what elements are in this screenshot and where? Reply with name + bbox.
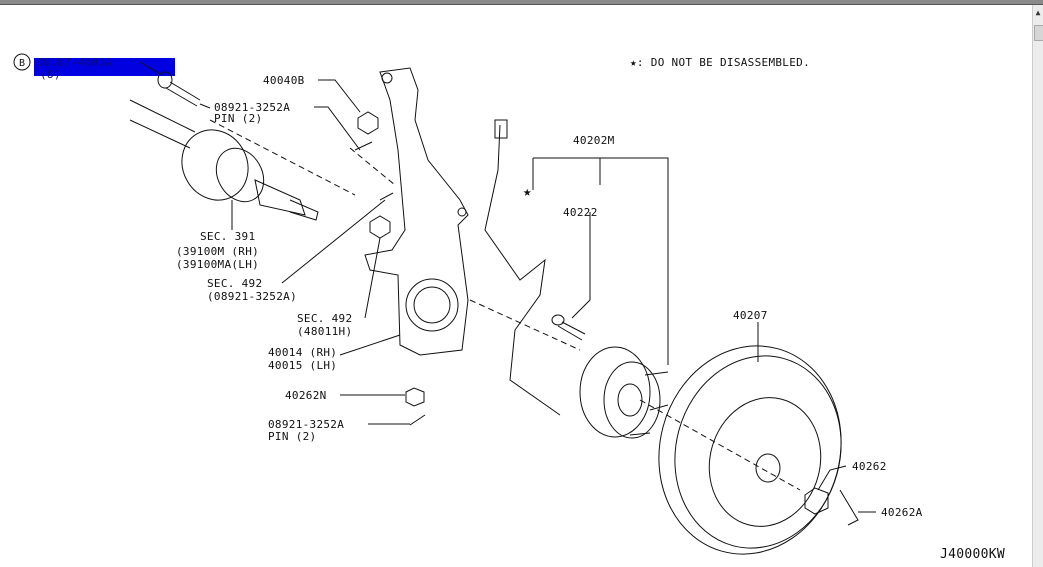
selected-part-qty: (8) — [40, 68, 61, 81]
label-40207[interactable]: 40207 — [733, 309, 768, 322]
label-pin-upper-qty: PIN (2) — [214, 112, 262, 125]
brake-rotor-40207[interactable] — [636, 325, 864, 567]
label-39100m: (39100M (RH) — [176, 245, 259, 258]
nut-40262n[interactable] — [405, 387, 425, 407]
assembly-lines — [209, 119, 801, 491]
nut-40040b[interactable] — [357, 111, 379, 135]
hub-bearing-assembly[interactable] — [579, 346, 669, 439]
scrollbar-thumb[interactable] — [1034, 25, 1043, 41]
label-40202m[interactable]: 40202M — [573, 134, 615, 147]
label-pin-lower[interactable]: 08921-3252A — [268, 418, 344, 431]
label-40222[interactable]: 40222 — [563, 206, 598, 219]
hub-nut-40262[interactable] — [804, 487, 829, 515]
label-pin-upper[interactable]: 08921-3252A — [214, 101, 290, 114]
label-40262n[interactable]: 40262N — [285, 389, 327, 402]
note-text: ★: DO NOT BE DISASSEMBLED. — [630, 56, 810, 69]
sensor-connector — [494, 119, 508, 139]
selected-part-highlight[interactable] — [34, 58, 175, 76]
bolt-40222[interactable] — [551, 314, 586, 341]
label-sec492a-part: (08921-3252A) — [207, 290, 297, 303]
label-39100ma: (39100MA(LH) — [176, 258, 259, 271]
label-40040b[interactable]: 40040B — [263, 74, 305, 87]
label-40262a[interactable]: 40262A — [881, 506, 923, 519]
label-40014[interactable]: 40014 (RH) — [268, 346, 337, 359]
star-marker: ★ — [523, 184, 532, 200]
label-sec492b-part: (48011H) — [297, 325, 352, 338]
diagram-code: J40000KW — [940, 547, 1005, 562]
marker-b: B — [19, 58, 25, 69]
window-top-border — [0, 0, 1043, 5]
label-40262[interactable]: 40262 — [852, 460, 887, 473]
label-sec492b[interactable]: SEC. 492 — [297, 312, 352, 325]
nut-sec492[interactable] — [369, 215, 391, 239]
label-pin-lower-qty: PIN (2) — [268, 430, 316, 443]
scroll-up-arrow-icon[interactable]: ▲ — [1035, 8, 1041, 17]
label-sec492a[interactable]: SEC. 492 — [207, 277, 262, 290]
selected-part-number[interactable]: 08187-4601A — [36, 56, 112, 69]
sensor-wire — [484, 124, 561, 416]
bolt-08187-4601a[interactable] — [157, 71, 201, 107]
label-40015[interactable]: 40015 (LH) — [268, 359, 337, 372]
label-sec391[interactable]: SEC. 391 — [200, 230, 255, 243]
cotter-pins — [354, 141, 426, 426]
drive-shaft — [129, 99, 319, 221]
cotter-pin-40262a[interactable] — [839, 489, 859, 526]
vertical-scrollbar[interactable]: ▲ — [1032, 5, 1043, 567]
steering-knuckle[interactable] — [364, 67, 469, 356]
